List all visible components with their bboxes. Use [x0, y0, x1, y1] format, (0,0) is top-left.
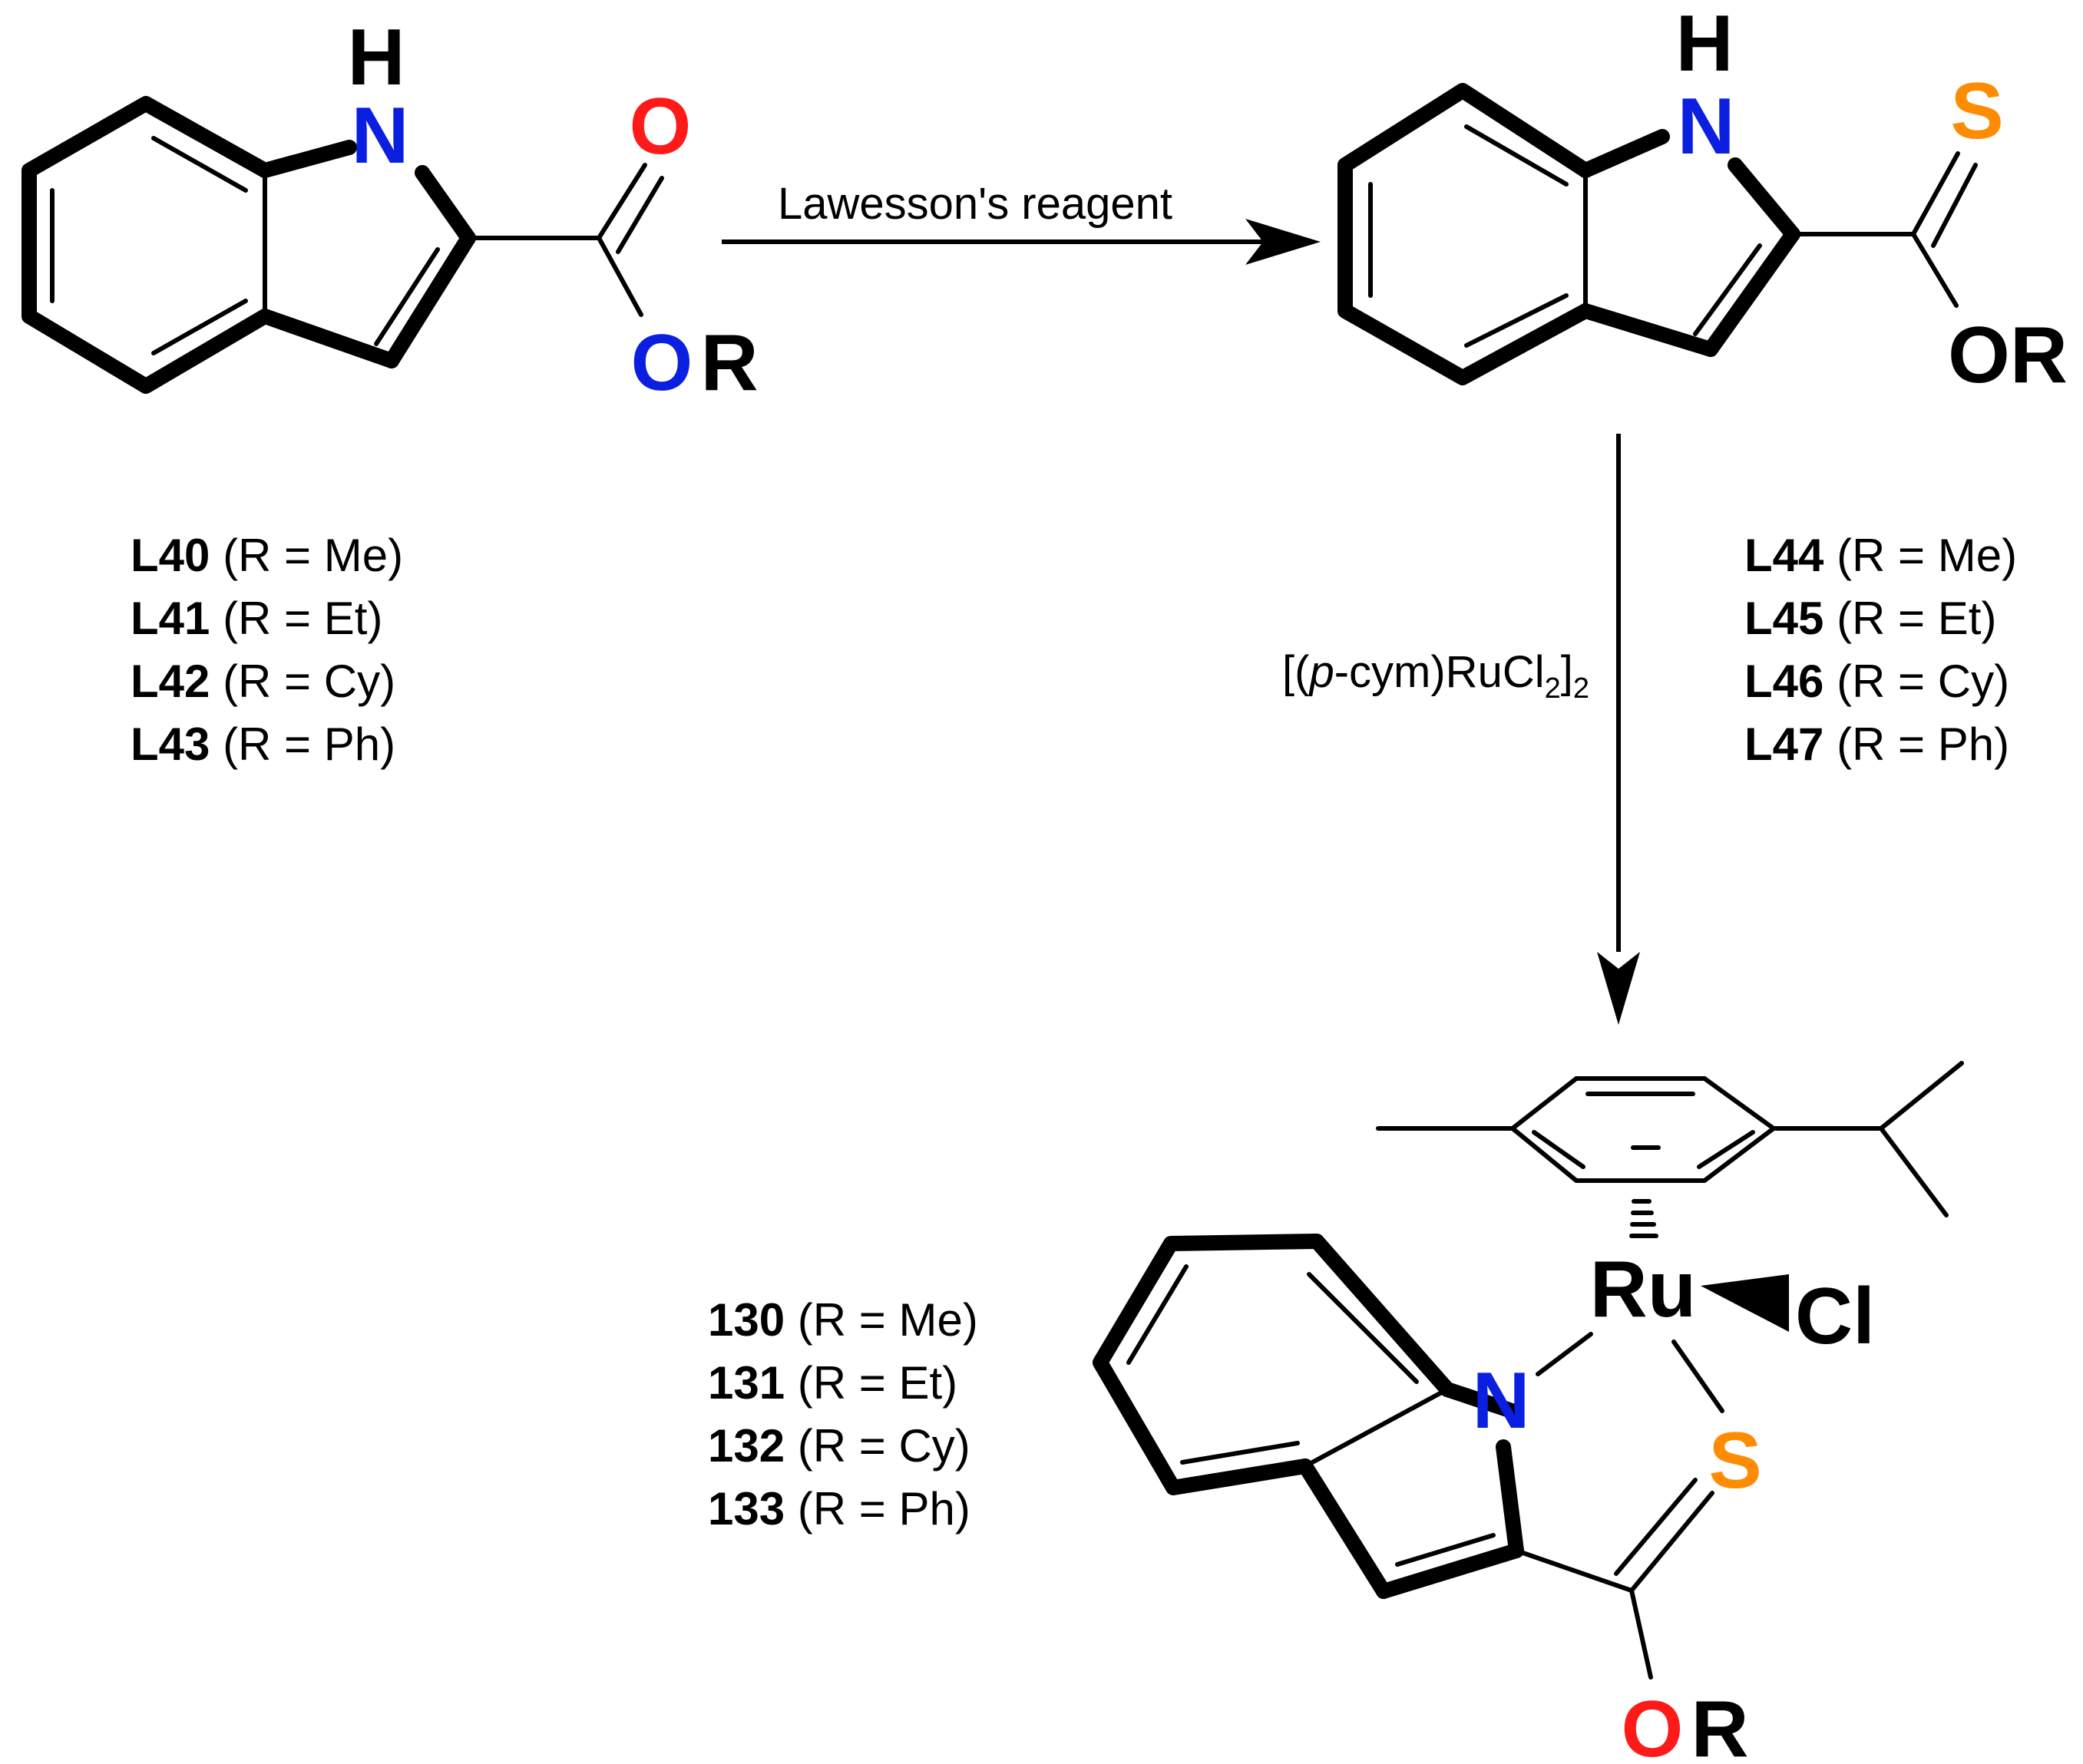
thione-structure: H N S OR — [1337, 0, 2068, 400]
label-L46: L46 (R = Cy) — [1744, 656, 2009, 707]
reactant-ester-o-atom: O — [631, 319, 693, 408]
complex-cl-atom: Cl — [1795, 1272, 1875, 1361]
ruthenium-dimer-reagent-label: [(p-cym)RuCl2]2 — [1282, 647, 1589, 705]
thione-h-atom: H — [1675, 0, 1733, 88]
reactant-h-atom: H — [347, 13, 405, 102]
label-L42: L42 (R = Cy) — [131, 656, 395, 707]
complex-o-atom: O — [1622, 1685, 1684, 1764]
complex-labels: 130 (R = Me) 131 (R = Et) 132 (R = Cy) 1… — [708, 1294, 978, 1534]
label-L44: L44 (R = Me) — [1744, 530, 2017, 581]
complex-structure: Ru Cl N S O R — [1093, 1061, 1964, 1764]
step2-arrowhead — [1597, 952, 1640, 1025]
complex-ru-atom: Ru — [1590, 1245, 1697, 1334]
reactant-benzo-bonds — [21, 96, 273, 394]
label-L40: L40 (R = Me) — [131, 530, 403, 581]
lawesson-reagent-label: Lawesson's reagent — [778, 179, 1172, 229]
thione-or-group: OR — [1948, 311, 2068, 400]
reactant-structure: H N O O R — [21, 13, 759, 408]
label-131: 131 (R = Et) — [708, 1357, 957, 1409]
thione-s-atom: S — [1950, 67, 2003, 156]
reactant-carbonyl-o-atom: O — [630, 82, 692, 171]
label-133: 133 (R = Ph) — [708, 1483, 970, 1534]
label-L45: L45 (R = Et) — [1744, 593, 1996, 644]
label-L43: L43 (R = Ph) — [131, 718, 395, 770]
reactant-r-group: R — [700, 319, 758, 408]
thione-labels: L44 (R = Me) L45 (R = Et) L46 (R = Cy) L… — [1744, 530, 2017, 770]
label-130: 130 (R = Me) — [708, 1294, 978, 1346]
step1-arrowhead — [1245, 219, 1321, 265]
reactant-n-atom: N — [351, 91, 408, 180]
complex-s-atom: S — [1708, 1416, 1761, 1505]
label-L41: L41 (R = Et) — [131, 593, 382, 644]
complex-n-atom: N — [1472, 1356, 1529, 1445]
label-L47: L47 (R = Ph) — [1744, 718, 2009, 770]
reactant-labels: L40 (R = Me) L41 (R = Et) L42 (R = Cy) L… — [131, 530, 403, 770]
ru-cl-wedge — [1701, 1274, 1789, 1332]
thione-n-atom: N — [1677, 82, 1734, 171]
complex-r-group: R — [1691, 1685, 1748, 1764]
label-132: 132 (R = Cy) — [708, 1420, 970, 1472]
